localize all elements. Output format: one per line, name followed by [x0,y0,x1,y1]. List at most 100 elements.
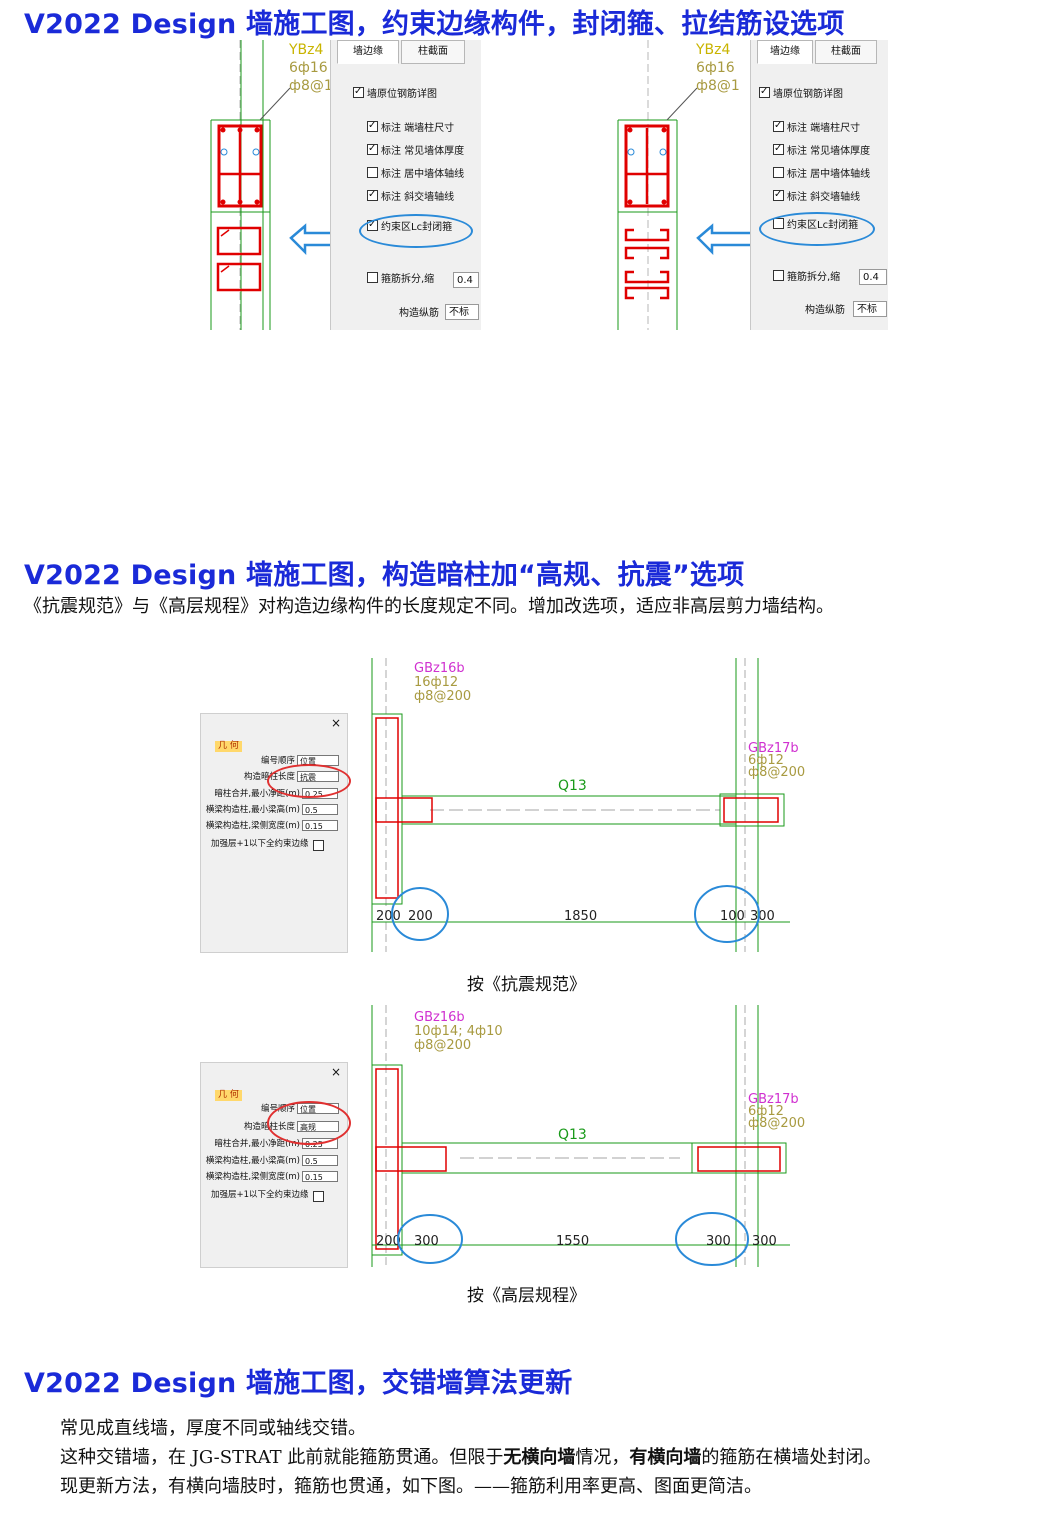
long-bar-field[interactable]: 不标 [445,304,479,320]
tab-wall-edge[interactable]: 墙边缘 [337,40,399,64]
long-bar-label: 构造纵筋 [805,305,845,316]
checkbox[interactable] [313,840,324,851]
section3-title: V2022 Design 墙施工图，交错墙算法更新 [24,1368,573,1399]
row-field[interactable]: 0.5 [302,804,338,815]
close-icon[interactable]: × [330,1065,341,1079]
checkbox[interactable] [367,187,378,203]
checkbox[interactable] [773,141,784,157]
cad-label-line1: YBz4 [288,42,324,58]
section3-p3: 现更新方法，有横向墙肢时，箍筋也贯通，如下图。——箍筋利用率更高、图面更简洁。 [60,1476,762,1497]
checkbox[interactable] [773,167,784,178]
section3-p2: 这种交错墙，在 JG-STRAT 此前就能箍筋贯通。但限于无横向墙情况，有横向墙… [60,1447,882,1468]
check-row-2[interactable]: 标注 常见墙体厚度 [367,141,464,160]
tab-column-section[interactable]: 柱截面 [815,40,877,64]
long-bar-field[interactable]: 不标 [853,301,887,317]
dim-5: 300 [750,909,775,924]
tab-column-section[interactable]: 柱截面 [401,40,465,64]
section3-p1: 常见成直线墙，厚度不同或轴线交错。 [60,1418,366,1439]
row-field[interactable]: 0.5 [302,1155,338,1166]
col-left-line2: 16ф12 [414,675,458,690]
wall-label: Q13 [558,778,587,794]
check-label: 加强层+1以下全约束边缘 [211,1190,309,1200]
checkbox[interactable] [367,167,378,178]
wall-label: Q13 [558,1127,587,1143]
dim-2: 300 [414,1234,439,1249]
dim-1: 200 [376,1234,401,1249]
left-arrow-icon [696,223,756,256]
geometry-panel: × 几 何 编号顺序 位置 构造暗柱长度 抗震 暗柱合并,最小净距(m) 0.2… [200,713,351,953]
cad-label-line3: ф8@1 [289,78,333,94]
split-row[interactable]: 箍筋拆分,缩 [773,270,840,286]
check-label: 加强层+1以下全约束边缘 [211,839,309,849]
row-label: 暗柱合并,最小净距(m) [214,789,300,799]
check-row-4[interactable]: 标注 斜交墙轴线 [367,187,454,206]
close-icon[interactable]: × [330,716,341,730]
figure2-caption: 按《高层规程》 [467,1286,586,1306]
checkbox[interactable] [367,272,378,283]
dim-1: 200 [376,909,401,924]
dim-4: 300 [706,1234,731,1249]
row-label: 编号顺序 [260,756,295,766]
cad-label-line3: ф8@1 [696,78,740,94]
dim-5: 300 [752,1234,777,1249]
section2-title: V2022 Design 墙施工图，构造暗柱加“高规、抗震”选项 [24,560,745,591]
figure1-caption: 按《抗震规范》 [467,975,586,995]
split-row[interactable]: 箍筋拆分,缩 [367,272,434,288]
emphasis-no-cross-wall: 无横向墙 [503,1447,576,1468]
row-label: 横梁构造柱,最小梁高(m) [205,805,300,815]
col-left-line3: ф8@200 [414,1038,471,1053]
emphasis-cross-wall: 有横向墙 [629,1447,702,1468]
row-label: 横梁构造柱,最小梁高(m) [205,1156,300,1166]
geometry-panel: × 几 何 编号顺序 位置 构造暗柱长度 高规 暗柱合并,最小净距(m) 0.2… [200,1062,351,1268]
cad-plan-seismic: Q13 GBz16b 16ф12 ф8@200 GBz17b 6ф12 ф8@2… [371,658,805,952]
checkbox[interactable] [353,84,364,100]
tab-wall-edge[interactable]: 墙边缘 [757,40,813,64]
dim-3: 1850 [564,909,597,924]
row-label: 横梁构造柱,梁侧宽度(m) [205,1172,300,1182]
checkbox[interactable] [367,118,378,134]
wall-edge-panel: 墙边缘 柱截面 墙原位钢筋详图 标注 端墙柱尺寸 标注 常见墙体厚度 标注 居中… [330,40,481,330]
cad-plan-highrise: Q13 GBz16b 10ф14; 4ф10 ф8@200 GBz17b 6ф1… [371,1005,805,1267]
split-value-field[interactable]: 0.4 [453,272,479,288]
checkbox[interactable] [773,118,784,134]
check-row-4[interactable]: 标注 斜交墙轴线 [773,187,860,206]
section-geometry: 几 何 [215,741,242,752]
check-row-1[interactable]: 标注 端墙柱尺寸 [367,118,454,137]
checkbox[interactable] [313,1191,324,1202]
col-left-line1: GBz16b [414,661,465,676]
split-value-field[interactable]: 0.4 [859,269,887,285]
cad-label-line1: YBz4 [695,42,731,58]
check-row-3[interactable]: 标注 居中墙体轴线 [773,167,870,183]
highlight-ellipse [267,1101,351,1145]
cad-label-line2: 6ф16 [289,60,328,76]
checkbox[interactable] [773,270,784,281]
col-right-line2: 6ф12 [748,753,784,768]
section-geometry: 几 何 [215,1090,242,1101]
checkbox[interactable] [367,141,378,157]
detail-checkbox-row[interactable]: 墙原位钢筋详图 [353,84,437,103]
long-bar-label: 构造纵筋 [399,308,439,319]
check-row-3[interactable]: 标注 居中墙体轴线 [367,167,464,183]
highlight-ellipse [267,764,351,798]
col-right-line1: GBz17b [748,741,799,756]
row-field[interactable]: 0.15 [302,1171,338,1182]
check-row-1[interactable]: 标注 端墙柱尺寸 [773,118,860,137]
checkbox[interactable] [773,187,784,203]
wall-edge-panel: 墙边缘 柱截面 墙原位钢筋详图 标注 端墙柱尺寸 标注 常见墙体厚度 标注 居中… [750,40,888,330]
dim-4: 100 [720,909,745,924]
detail-checkbox-row[interactable]: 墙原位钢筋详图 [759,84,843,103]
dim-3: 1550 [556,1234,589,1249]
cad-drawing-tie: YBz4 6ф16 ф8@1 [617,40,756,330]
check-row-2[interactable]: 标注 常见墙体厚度 [773,141,870,160]
col-right-line3: ф8@200 [748,765,805,780]
col-right-line3: ф8@200 [748,1116,805,1131]
row-field[interactable]: 0.15 [302,820,338,831]
row-label: 暗柱合并,最小净距(m) [214,1139,300,1149]
highlight-ellipse [759,212,875,246]
checkbox[interactable] [759,84,770,100]
figure-seismic: × 几 何 编号顺序 位置 构造暗柱长度 抗震 暗柱合并,最小净距(m) 0.2… [200,658,805,953]
figure-closed-stirrup: YBz4 6ф16 ф8@1 墙边缘 柱截面 墙原位钢筋详图 标注 端墙柱尺寸 … [205,40,481,330]
col-right-line1: GBz17b [748,1092,799,1107]
col-left-line2: 10ф14; 4ф10 [414,1024,503,1039]
figure-tie-bar: YBz4 6ф16 ф8@1 墙边缘 柱截面 墙原位钢筋详图 标注 端墙柱尺寸 … [612,40,888,330]
